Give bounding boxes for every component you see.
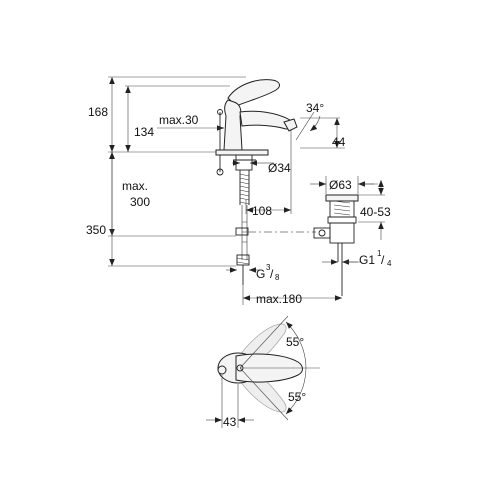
dim-g38-num: 3 (266, 263, 271, 272)
aerator (283, 118, 298, 132)
faucet-side-view (215, 79, 298, 285)
dim-g38-main: G (256, 267, 265, 281)
dim-134: 134 (134, 125, 154, 139)
base-plate (215, 149, 269, 156)
dim-168: 168 (88, 105, 108, 119)
dim-g114-den: 4 (387, 259, 392, 268)
dim-g114-slash: / (381, 253, 385, 267)
dim-angle-34: 34° (306, 101, 324, 115)
top-popup-knob (217, 365, 227, 375)
dim-angle-55-top: 55° (286, 335, 304, 349)
faucet-spout (239, 110, 294, 130)
dim-43: 43 (223, 415, 237, 429)
dim-300: 300 (130, 195, 150, 209)
dim-angle-55-bottom: 55° (288, 390, 306, 404)
dim-g38-slash: / (270, 267, 274, 281)
dim-max30: max.30 (159, 113, 199, 127)
dim-108: 108 (252, 204, 272, 218)
dim-350: 350 (86, 223, 106, 237)
dim-max-label: max. (122, 179, 148, 193)
waste-flange (325, 194, 359, 202)
dim-g114-num: 1 (377, 249, 382, 258)
dim-44: 44 (332, 135, 346, 149)
dim-dia63: Ø63 (329, 178, 352, 192)
dim-g38-den: 8 (275, 273, 280, 282)
lever-handle (227, 79, 280, 107)
faucet-body (223, 99, 243, 151)
waste-assembly (313, 194, 359, 296)
dim-dia34: Ø34 (268, 161, 291, 175)
dim-g114-main: G1 (359, 253, 375, 267)
hose-connector-top (235, 227, 249, 236)
dim-40-53: 40-53 (360, 205, 391, 219)
threaded-shank (239, 170, 250, 205)
dim-max180: max.180 (256, 292, 302, 306)
